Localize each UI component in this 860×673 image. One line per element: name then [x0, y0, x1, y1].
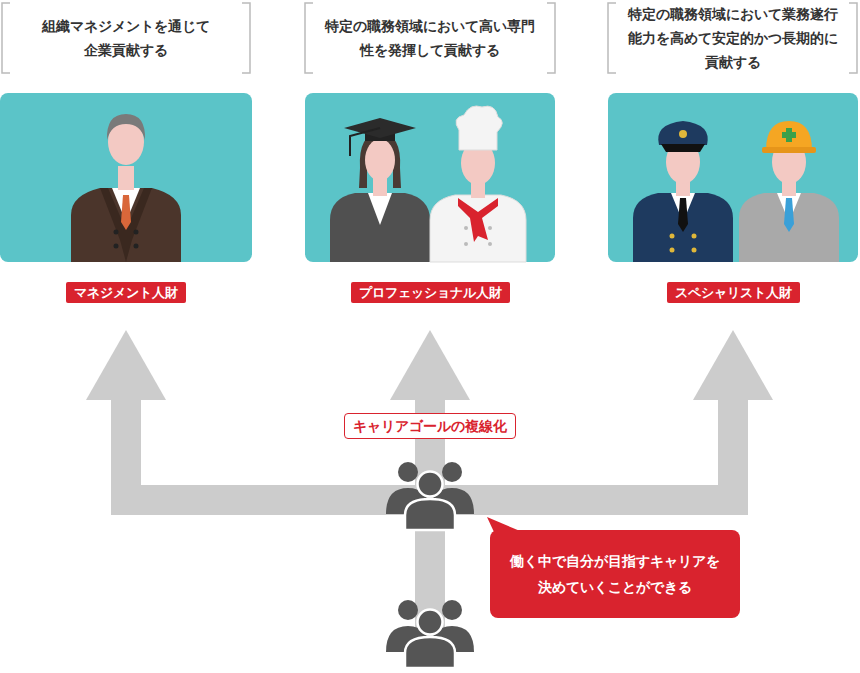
teal-panel — [0, 93, 858, 262]
manager-figure — [118, 166, 134, 190]
people-icon — [386, 600, 474, 668]
node-text: キャリアゴールの複線化 — [353, 417, 507, 435]
bracket — [547, 3, 555, 73]
professor-figure — [330, 193, 430, 262]
node-text: スペシャリスト人財 — [675, 284, 792, 301]
worker-figure — [782, 128, 796, 142]
chef-figure — [488, 226, 492, 230]
bracket — [2, 3, 10, 73]
node-text: マネジメント人財 — [74, 284, 178, 301]
chef-figure — [458, 198, 498, 242]
police-figure — [633, 121, 733, 262]
manager-figure — [114, 244, 119, 249]
professor-figure — [365, 139, 395, 181]
chef-figure — [430, 106, 526, 262]
police-figure — [670, 248, 675, 253]
branch-arrow — [693, 330, 773, 400]
chef-figure — [464, 226, 468, 230]
worker-figure — [739, 121, 839, 262]
manager-figure — [107, 114, 145, 140]
goal-label: キャリアゴールの複線化 — [344, 413, 516, 439]
professor-figure — [350, 128, 380, 156]
worker-figure — [784, 198, 794, 232]
teal-panel — [305, 93, 555, 262]
worker-figure — [762, 147, 816, 153]
police-figure — [633, 193, 733, 262]
chef-figure — [488, 242, 492, 246]
role-description: 特定の職務領域において業務遂行能力を高めて安定的かつ長期的に貢献する — [628, 2, 838, 74]
manager-figure — [134, 244, 139, 249]
callout-bubble: 働く中で自分が目指すキャリアを決めていくことができる — [490, 530, 740, 618]
branch-arrow — [390, 330, 470, 400]
bracket — [849, 3, 857, 73]
police-figure — [678, 198, 688, 232]
manager-figure — [134, 230, 139, 235]
bracket — [608, 3, 616, 73]
branch-arrow — [86, 330, 166, 400]
worker-figure — [766, 121, 812, 150]
manager-figure — [71, 114, 181, 262]
role-label: マネジメント人財 — [66, 282, 186, 303]
role-description: 組織マネジメントを通じて企業貢献する — [40, 14, 212, 62]
chef-figure — [456, 106, 502, 150]
police-figure — [692, 234, 697, 239]
chef-figure — [430, 195, 526, 262]
node-text: 働く中で自分が目指すキャリアを決めていくことができる — [510, 548, 720, 600]
manager-figure — [114, 230, 119, 235]
bracket — [305, 3, 313, 73]
branch-arrow — [86, 330, 773, 651]
police-figure — [658, 121, 707, 145]
teal-panel — [0, 93, 252, 262]
police-figure — [692, 248, 697, 253]
chef-figure — [464, 242, 468, 246]
professor-figure — [368, 193, 392, 225]
manager-figure — [121, 195, 131, 230]
professor-figure — [330, 118, 430, 262]
manager-figure — [71, 188, 181, 262]
role-description: 特定の職務領域において高い専門性を発揮して貢献する — [325, 14, 535, 62]
teal-panel — [608, 93, 858, 262]
manager-figure — [100, 188, 152, 262]
bracket — [2, 3, 857, 73]
node-text: プロフェッショナル人財 — [359, 284, 502, 301]
police-figure — [679, 130, 687, 138]
role-label: スペシャリスト人財 — [667, 282, 800, 303]
role-label: プロフェッショナル人財 — [351, 282, 510, 303]
police-figure — [670, 234, 675, 239]
people-icon — [386, 462, 474, 530]
police-figure — [661, 144, 705, 152]
worker-figure — [739, 193, 839, 262]
bracket — [242, 3, 250, 73]
